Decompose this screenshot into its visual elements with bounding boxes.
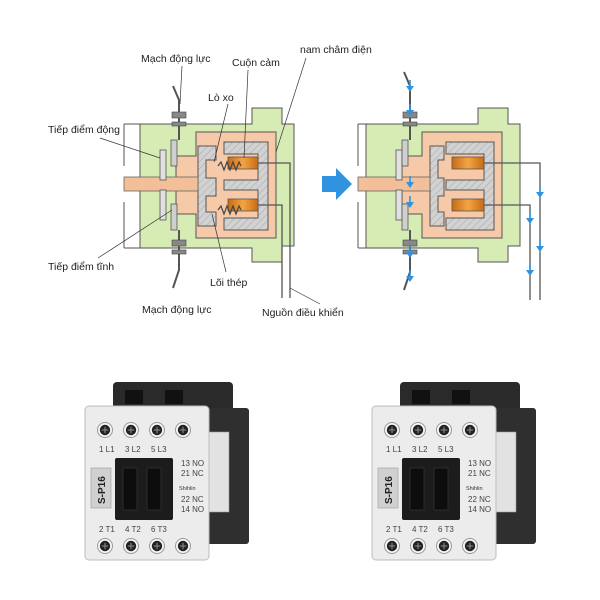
frame-left-on [357,123,396,249]
label-power-circuit-top: Mạch động lực [141,53,210,65]
power-conductor-top [172,85,180,140]
terminal-label-top-2: 3 L2 [412,445,428,454]
aux-label-3: 22 NC [181,495,204,504]
terminal-label-bottom-1: 2 T1 [386,525,402,534]
moving-armature [197,145,217,227]
fixed-contact-upper-on [401,139,409,167]
terminal-label-top-3: 5 L3 [438,445,454,454]
contact-shaft-on [357,176,431,192]
terminal-label-bottom-3: 6 T3 [151,525,167,534]
fixed-contact-upper [170,139,178,167]
terminal-label-top-1: 1 L1 [99,445,115,454]
aux-label-3: 22 NC [468,495,491,504]
aux-label-4: 14 NO [468,505,491,514]
terminal-label-bottom-3: 6 T3 [438,525,454,534]
label-coil: Cuộn cảm [232,57,280,69]
control-lead-1-on [484,162,541,300]
aux-label-2: 21 NC [468,469,491,478]
coil-upper-on [451,156,485,170]
terminal-screw-top [171,111,187,119]
terminal-label-bottom-1: 2 T1 [99,525,115,534]
label-spring: Lò xo [208,92,234,104]
leader-lines [97,57,321,305]
frame-left [123,123,160,249]
coil-lower [227,198,259,212]
terminal-screw-bottom [171,239,187,247]
terminal-label-top-2: 3 L2 [125,445,141,454]
control-lead-2 [258,204,283,298]
diagram-on-state [357,71,545,300]
terminal-screw-bottom-2 [171,249,187,255]
terminal-label-top-1: 1 L1 [386,445,402,454]
label-power-circuit-bottom: Mạch động lực [142,304,211,316]
contactor-product-left: 1 L1 3 L2 5 L3 S-P16 Shihlin 13 NO 21 NC… [84,382,249,561]
brand-label: Shihlin [466,486,483,492]
terminal-screw-top-2 [171,121,187,127]
transition-arrow-icon [322,168,352,200]
fixed-contact-lower [170,203,178,231]
aux-label-2: 21 NC [181,469,204,478]
control-lead-1 [258,162,291,298]
moving-contact-lower-on [395,189,403,221]
terminal-label-bottom-2: 4 T2 [412,525,428,534]
moving-contact-upper-on [395,149,403,181]
label-moving-contact: Tiếp điểm động [48,124,120,136]
moving-contact-upper [159,149,167,181]
aux-label-1: 13 NO [181,459,204,468]
moving-armature-on [429,145,445,227]
model-label: S-P16 [384,476,395,504]
label-electromagnet: nam châm điện [300,44,372,56]
aux-label-4: 14 NO [181,505,204,514]
coil-lower-on [451,198,485,212]
label-fixed-contact: Tiếp điểm tĩnh [48,261,114,273]
terminal-screw-bottom-on [402,239,418,247]
fixed-core [223,141,269,231]
label-steel-core: Lõi thép [210,277,248,289]
fixed-contact-lower-on [401,203,409,231]
diagram-off-state: Mạch động lực Cuộn cảm nam châm điện Lò … [48,44,372,319]
terminal-label-top-3: 5 L3 [151,445,167,454]
brand-label: Shihlin [179,486,196,492]
model-label: S-P16 [97,476,108,504]
moving-contact-lower [159,189,167,221]
label-control-source: Nguồn điều khiển [262,307,344,319]
terminal-label-bottom-2: 4 T2 [125,525,141,534]
terminal-screw-top-2-on [402,121,418,127]
aux-label-1: 13 NO [468,459,491,468]
fixed-core-on [445,141,495,231]
contactor-product-right: 1 L1 3 L2 5 L3 S-P16 Shihlin 13 NO 21 NC… [371,382,536,561]
